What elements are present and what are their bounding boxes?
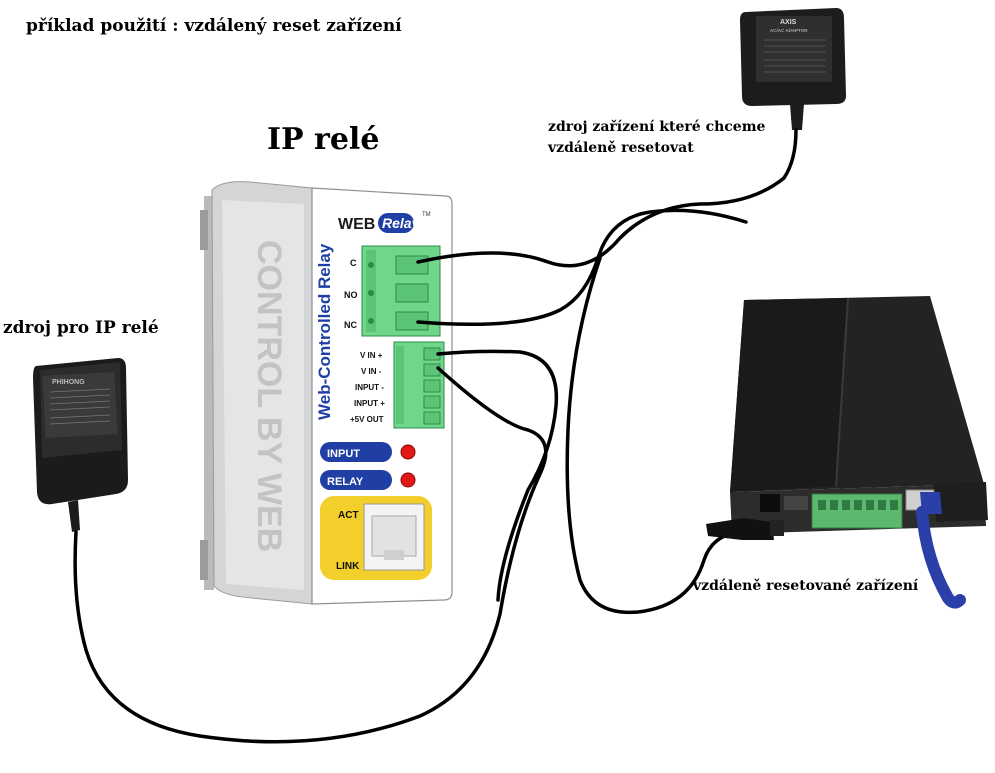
device-power-plug [706, 518, 784, 540]
left-power-adapter: PHIHONG [33, 358, 128, 532]
relay-led-label: RELAY [327, 476, 364, 488]
cable-relay-power-plus [436, 349, 559, 602]
ip-relay-heading: IP relé [267, 122, 380, 157]
cable-relay-loop [416, 208, 748, 327]
ip-relay-unit: CONTROL BY WEB WEB Relay TM Web-Controll… [200, 181, 453, 605]
right-power-adapter: AXIS AC/AC ADAPTOR [740, 8, 846, 130]
wiring-cables [73, 128, 798, 744]
device-green-terminal [811, 493, 903, 529]
link-label: LINK [336, 561, 360, 572]
input-led-label: INPUT [327, 448, 360, 460]
terminal-5v-out-label: +5V OUT [350, 415, 384, 424]
terminal-nc-label: NC [344, 320, 357, 330]
remote-device [730, 296, 988, 609]
terminal-no-label: NO [344, 290, 358, 300]
brand-web: WEB [338, 216, 375, 233]
input-led-indicator: INPUT [320, 442, 416, 462]
cable-relay-power-minus [73, 366, 548, 744]
right-adapter-brand: AXIS [780, 19, 797, 26]
right-adapter-type: AC/AC ADAPTOR [770, 28, 808, 33]
terminal-input-plus-label: INPUT + [354, 399, 385, 408]
brand-tm: TM [422, 212, 431, 218]
device-power-label: zdroj zařízení které chceme vzdáleně res… [548, 117, 808, 159]
terminal-vin-minus-label: V IN - [361, 367, 382, 376]
ethernet-port-panel: ACT LINK [320, 496, 432, 580]
io-terminal-block: V IN + V IN - INPUT - INPUT + +5V OUT [350, 341, 445, 429]
terminal-vin-plus-label: V IN + [360, 351, 383, 360]
page-title: příklad použití : vzdálený reset zařízen… [26, 16, 402, 36]
cable-device-power-in [416, 128, 798, 268]
brand-relay: Relay [382, 215, 421, 231]
device-power-label-line1: zdroj zařízení které chceme [548, 119, 766, 135]
remote-device-label: vzdáleně resetované zařízení [693, 578, 919, 594]
relay-embossed-logo: CONTROL BY WEB [250, 240, 288, 552]
relay-led-indicator: RELAY [320, 470, 416, 490]
ip-relay-power-label: zdroj pro IP relé [3, 318, 159, 338]
left-adapter-brand: PHIHONG [52, 379, 85, 386]
device-power-label-line2: vzdáleně resetovat [548, 140, 694, 156]
left-adapter-label-lines [49, 388, 111, 425]
cable-device-power-out [565, 256, 740, 615]
right-adapter-label-lines [764, 39, 826, 73]
relay-side-text: Web-Controlled Relay [315, 243, 334, 420]
act-label: ACT [338, 510, 359, 521]
terminal-c-label: C [350, 258, 357, 268]
terminal-input-minus-label: INPUT - [355, 383, 384, 392]
